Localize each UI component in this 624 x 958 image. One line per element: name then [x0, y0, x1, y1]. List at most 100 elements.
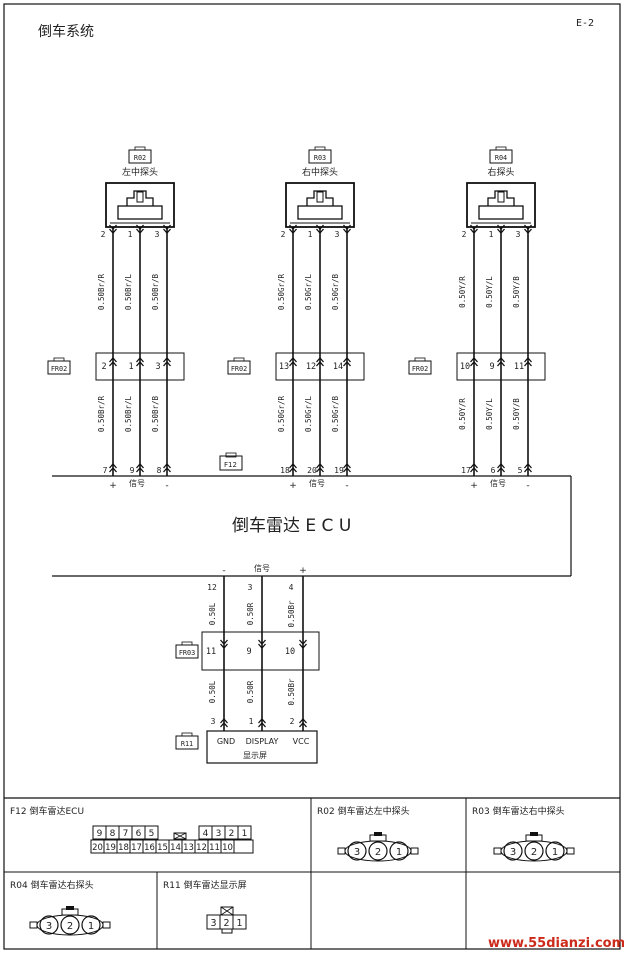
wire-label: 0.50Y/B	[512, 398, 521, 430]
svg-text:2: 2	[223, 918, 229, 929]
pin-number: 14	[333, 362, 343, 372]
sign-plus: +	[299, 566, 307, 576]
watermark: www.55dianzi.com	[488, 936, 624, 951]
svg-text:12: 12	[196, 843, 207, 853]
wire-label: 0.50Gr/R	[277, 395, 286, 432]
pin-number: 1	[249, 717, 254, 726]
sensor-body-icon	[466, 182, 536, 228]
wire-label: 0.50Y/R	[458, 398, 467, 430]
page-frame	[3, 3, 621, 950]
svg-text:1: 1	[242, 829, 248, 839]
wire-label: 0.50L	[208, 602, 217, 625]
svg-text:FR02: FR02	[231, 365, 247, 373]
svg-text:1: 1	[236, 918, 242, 929]
wire-label: 0.50Y/R	[458, 276, 467, 308]
wire-label: 0.50Br/B	[151, 395, 160, 432]
svg-text:10: 10	[222, 843, 233, 853]
pin-number: 9	[489, 362, 494, 372]
wire-label: 0.50Y/B	[512, 276, 521, 308]
sensor-r04: R04右探头FR02210170.50Y/R0.50Y/R1960.50Y/L0…	[408, 146, 546, 491]
svg-text:5: 5	[149, 829, 155, 839]
pin-number: 9	[246, 647, 251, 657]
svg-text:11: 11	[209, 843, 220, 853]
svg-text:16: 16	[144, 843, 155, 853]
display-terminal-label: GND	[217, 737, 235, 746]
svg-text:FR02: FR02	[412, 365, 428, 373]
sign-signal: 信号	[254, 563, 270, 573]
pin-number: 1	[128, 362, 133, 372]
wire-label: 0.50Gr/B	[331, 273, 340, 310]
inline-connector-box	[201, 631, 320, 671]
svg-text:2: 2	[229, 829, 235, 839]
inline-connector-tag: FR02	[227, 357, 251, 375]
wire-label: 0.50R	[246, 602, 255, 625]
svg-text:3: 3	[510, 847, 516, 858]
sensor-body-icon	[285, 182, 355, 228]
wire-label: 0.50Br/R	[97, 395, 106, 432]
svg-text:R04: R04	[495, 154, 507, 162]
svg-text:2: 2	[67, 921, 73, 932]
svg-text:2: 2	[531, 847, 537, 858]
page-title: 倒车系统	[38, 23, 94, 40]
sensor-body-icon	[105, 182, 175, 228]
pin-number: 3	[155, 362, 160, 372]
sign-signal: 信号	[129, 478, 145, 488]
wire-label: 0.50Y/L	[485, 398, 494, 430]
pin-number: 2	[290, 717, 295, 726]
svg-text:7: 7	[123, 829, 129, 839]
sensor-r02: R02左中探头FR022270.50Br/R0.50Br/R1190.50Br/…	[47, 146, 185, 491]
legend-grid	[4, 797, 620, 949]
pin-number: 11	[514, 362, 524, 372]
svg-text:FR03: FR03	[179, 649, 195, 657]
pin-number: 10	[285, 647, 295, 657]
svg-text:3: 3	[216, 829, 222, 839]
pin-number: 9	[130, 466, 135, 475]
display-terminal-label: VCC	[293, 737, 310, 746]
wire-label: 0.50Br/L	[124, 273, 133, 310]
sign-minus: -	[345, 481, 348, 491]
inline-connector-tag: FR02	[408, 357, 432, 375]
pin-number: 2	[101, 230, 106, 239]
pin-number: 17	[461, 466, 471, 475]
svg-text:15: 15	[157, 843, 168, 853]
sensor-name: 右中探头	[302, 166, 338, 178]
svg-text:18: 18	[118, 843, 129, 853]
svg-text:R03 倒车雷达右中探头: R03 倒车雷达右中探头	[472, 805, 565, 817]
svg-text:F12: F12	[224, 461, 237, 469]
sensor-r03: R03右中探头FR02213180.50Gr/R0.50Gr/R112200.5…	[227, 146, 365, 491]
display-terminal-label: DISPLAY	[246, 737, 279, 746]
pin-number: 1	[489, 230, 494, 239]
pin-number: 5	[518, 466, 523, 475]
svg-text:19: 19	[105, 843, 116, 853]
pin-number: 19	[334, 466, 344, 475]
sign-minus: -	[165, 481, 168, 491]
wire-label: 0.50Gr/B	[331, 395, 340, 432]
wire-label: 0.50Br/R	[97, 273, 106, 310]
svg-text:1: 1	[552, 847, 558, 858]
svg-text:1: 1	[396, 847, 402, 858]
svg-text:FR02: FR02	[51, 365, 67, 373]
pin-number: 20	[307, 466, 317, 475]
svg-text:R11: R11	[181, 740, 193, 748]
sensor-connector-tag: R04	[489, 146, 513, 164]
display-name: 显示屏	[243, 751, 267, 760]
wire-label: 0.50Br/L	[124, 395, 133, 432]
sensor-connector-tag: R02	[128, 146, 152, 164]
pin-number: 12	[306, 362, 316, 372]
svg-text:R02 倒车雷达左中探头: R02 倒车雷达左中探头	[317, 805, 410, 817]
pin-number: 11	[206, 647, 216, 657]
svg-text:9: 9	[97, 829, 103, 839]
svg-text:R03: R03	[314, 154, 326, 162]
